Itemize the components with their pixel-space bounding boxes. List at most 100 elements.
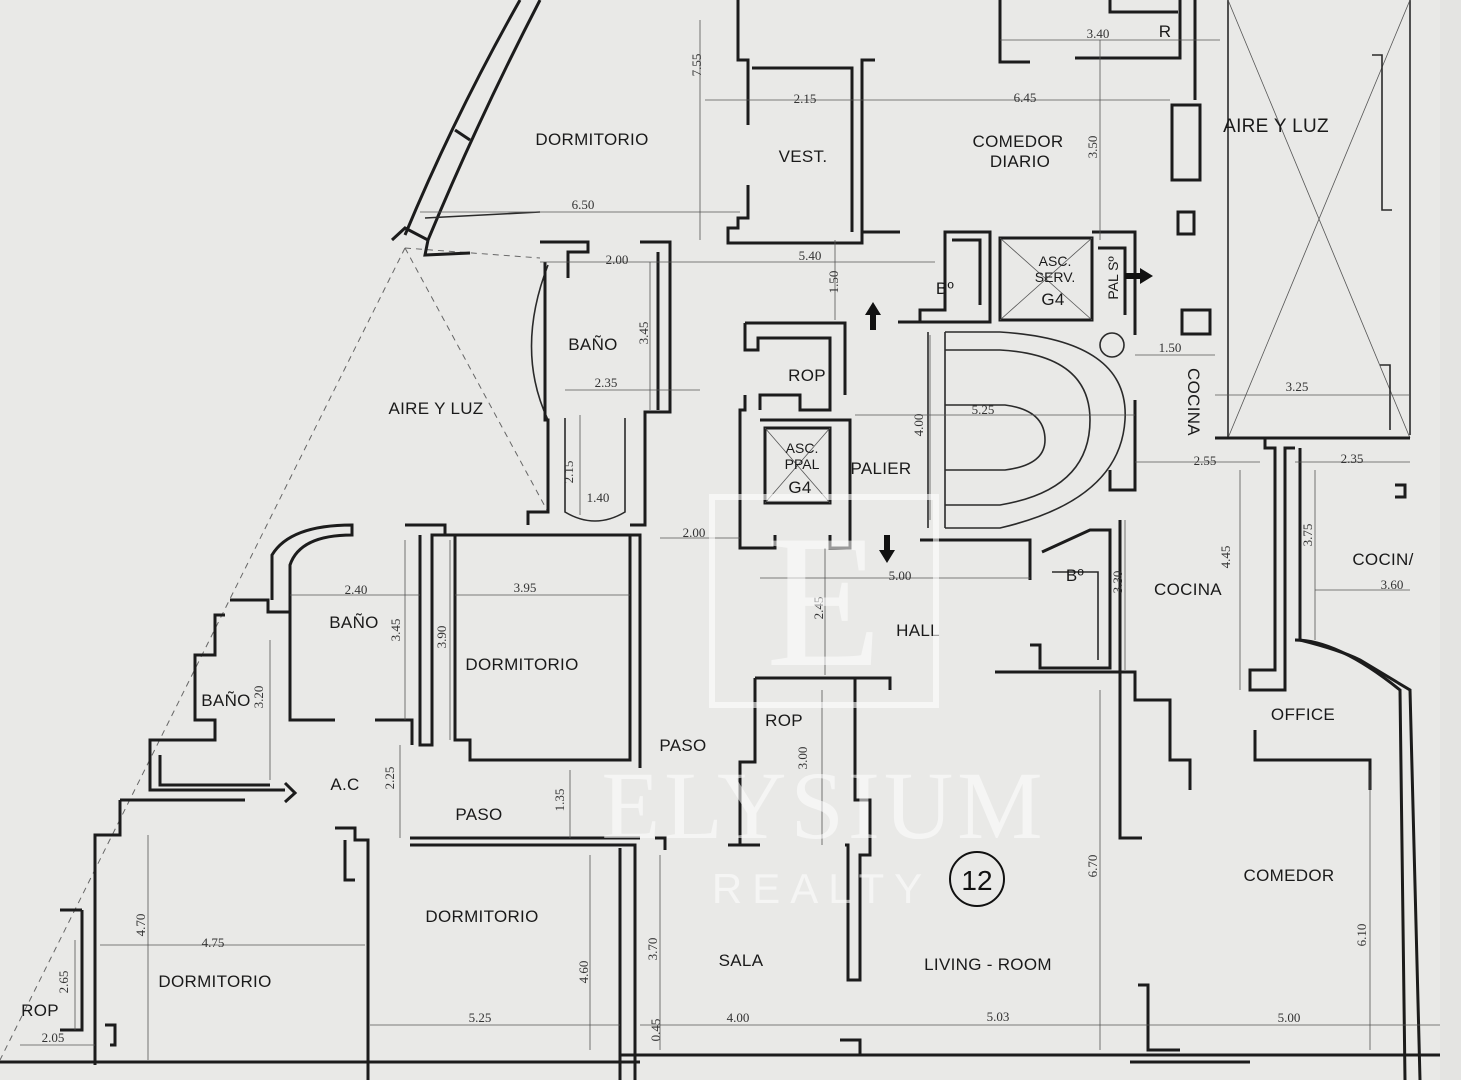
dim-label: 3.30 xyxy=(1110,571,1125,594)
label-bano-mid: BAÑO xyxy=(329,613,378,632)
label-dormitorio-bottom-mid: DORMITORIO xyxy=(425,907,538,926)
dim-label: 2.35 xyxy=(1341,451,1364,466)
watermark-monogram: E xyxy=(766,497,882,707)
dim-label: 3.70 xyxy=(645,938,660,961)
arrow-right-icon xyxy=(1125,268,1153,284)
dim-label: 2.05 xyxy=(42,1030,65,1045)
dim-label: 1.50 xyxy=(1159,340,1182,355)
label-bano-top: BAÑO xyxy=(568,335,617,354)
label-bo-top: Bº xyxy=(936,279,954,298)
label-asc-ppal-2: PPAL xyxy=(785,456,820,472)
dim-label: 2.65 xyxy=(56,971,71,994)
bottom-walls xyxy=(0,983,1440,1064)
label-cocina-right: COCIN/ xyxy=(1352,550,1413,569)
unit-number: 12 xyxy=(961,865,992,896)
arrow-up-icon xyxy=(865,302,881,330)
dim-label: 5.25 xyxy=(469,1010,492,1025)
dim-label: 4.00 xyxy=(911,414,926,437)
dim-label: 1.50 xyxy=(826,271,841,294)
dim-label: 3.40 xyxy=(1087,26,1110,41)
dim-label: 3.90 xyxy=(434,626,449,649)
hall-walls xyxy=(738,670,1192,982)
unit-number-marker: 12 xyxy=(949,851,1005,907)
dim-label: 6.70 xyxy=(1085,855,1100,878)
dim-label: 3.50 xyxy=(1085,136,1100,159)
label-rop-bottom: ROP xyxy=(21,1001,59,1020)
bano-top-walls xyxy=(526,240,672,527)
dim-label: 2.15 xyxy=(794,91,817,106)
dim-label: 2.00 xyxy=(606,252,629,267)
label-paso-1: PASO xyxy=(659,736,706,755)
dim-label: 3.45 xyxy=(388,619,403,642)
bottom-left-walls xyxy=(60,798,370,1080)
label-dormitorio-mid: DORMITORIO xyxy=(465,655,578,674)
label-asc-ppal-3: G4 xyxy=(788,478,811,497)
dim-label: 7.55 xyxy=(689,54,704,77)
label-ac: A.C xyxy=(330,775,359,794)
dim-label: 3.20 xyxy=(251,686,266,709)
dim-label: 2.45 xyxy=(811,597,826,620)
paper-edge xyxy=(1440,0,1461,1080)
dim-label: 6.45 xyxy=(1014,90,1037,105)
label-comedor-diario-2: DIARIO xyxy=(990,152,1050,171)
watermark: E ELYSIUM REALTY xyxy=(601,494,1046,912)
direction-arrows xyxy=(865,268,1153,563)
dim-label: 3.25 xyxy=(1286,379,1309,394)
watermark-brand: ELYSIUM xyxy=(601,752,1046,859)
label-cocina-vertical: COCINA xyxy=(1184,368,1203,436)
dim-label: 3.00 xyxy=(795,747,810,770)
bay-window xyxy=(390,211,541,257)
dim-label: 2.40 xyxy=(345,582,368,597)
dim-label: 5.03 xyxy=(987,1009,1010,1024)
dim-label: 5.25 xyxy=(972,402,995,417)
dim-label: 5.00 xyxy=(889,568,912,583)
label-bo-mid: Bº xyxy=(1066,566,1084,585)
label-office: OFFICE xyxy=(1271,705,1335,724)
room-labels: DORMITORIO VEST. COMEDOR DIARIO AIRE Y L… xyxy=(21,22,1413,1020)
dim-label: 5.00 xyxy=(1278,1010,1301,1025)
watermark-frame xyxy=(709,494,939,708)
label-aire-luz-right: AIRE Y LUZ xyxy=(1223,116,1329,137)
top-walls xyxy=(726,0,1212,336)
label-aire-luz-left: AIRE Y LUZ xyxy=(389,399,484,418)
dim-label: 4.60 xyxy=(576,961,591,984)
right-airshaft xyxy=(1215,0,1411,440)
label-cocina: COCINA xyxy=(1154,580,1222,599)
dim-label: 2.25 xyxy=(382,767,397,790)
label-comedor-diario-1: COMEDOR xyxy=(973,132,1064,151)
left-middle-walls xyxy=(148,523,642,804)
arrow-down-icon xyxy=(879,535,895,563)
dim-label: 4.75 xyxy=(202,935,225,950)
label-bano-small: BAÑO xyxy=(201,691,250,710)
label-dormitorio-bottom-left: DORMITORIO xyxy=(158,972,271,991)
dim-label: 3.95 xyxy=(514,580,537,595)
bano-mid-walls xyxy=(1030,520,1142,840)
service-core-walls xyxy=(898,230,1137,358)
dimension-lines xyxy=(20,20,1440,1060)
label-comedor: COMEDOR xyxy=(1244,866,1335,885)
label-rop-top: ROP xyxy=(788,366,826,385)
label-asc-ppal-1: ASC. xyxy=(786,440,819,456)
label-pal-s: PAL Sº xyxy=(1105,256,1121,299)
core-walls xyxy=(738,321,852,550)
dim-label: 2.15 xyxy=(561,461,576,484)
kitchen-office-walls xyxy=(1248,438,1422,1080)
label-asc-serv-3: G4 xyxy=(1041,290,1064,309)
label-rop-mid: ROP xyxy=(765,711,803,730)
label-living: LIVING - ROOM xyxy=(924,955,1052,974)
dim-label: 4.70 xyxy=(133,914,148,937)
dim-label: 1.40 xyxy=(587,490,610,505)
label-paso-2: PASO xyxy=(455,805,502,824)
dim-label: 3.60 xyxy=(1381,577,1404,592)
dim-label: 6.10 xyxy=(1354,924,1369,947)
label-asc-serv-1: ASC. xyxy=(1039,253,1072,269)
dim-label: 4.45 xyxy=(1218,546,1233,569)
label-vest: VEST. xyxy=(779,147,828,166)
paso-walls xyxy=(410,836,740,1080)
dim-label: 3.45 xyxy=(636,322,651,345)
dim-label: 5.40 xyxy=(799,248,822,263)
watermark-sub: REALTY xyxy=(712,865,932,912)
